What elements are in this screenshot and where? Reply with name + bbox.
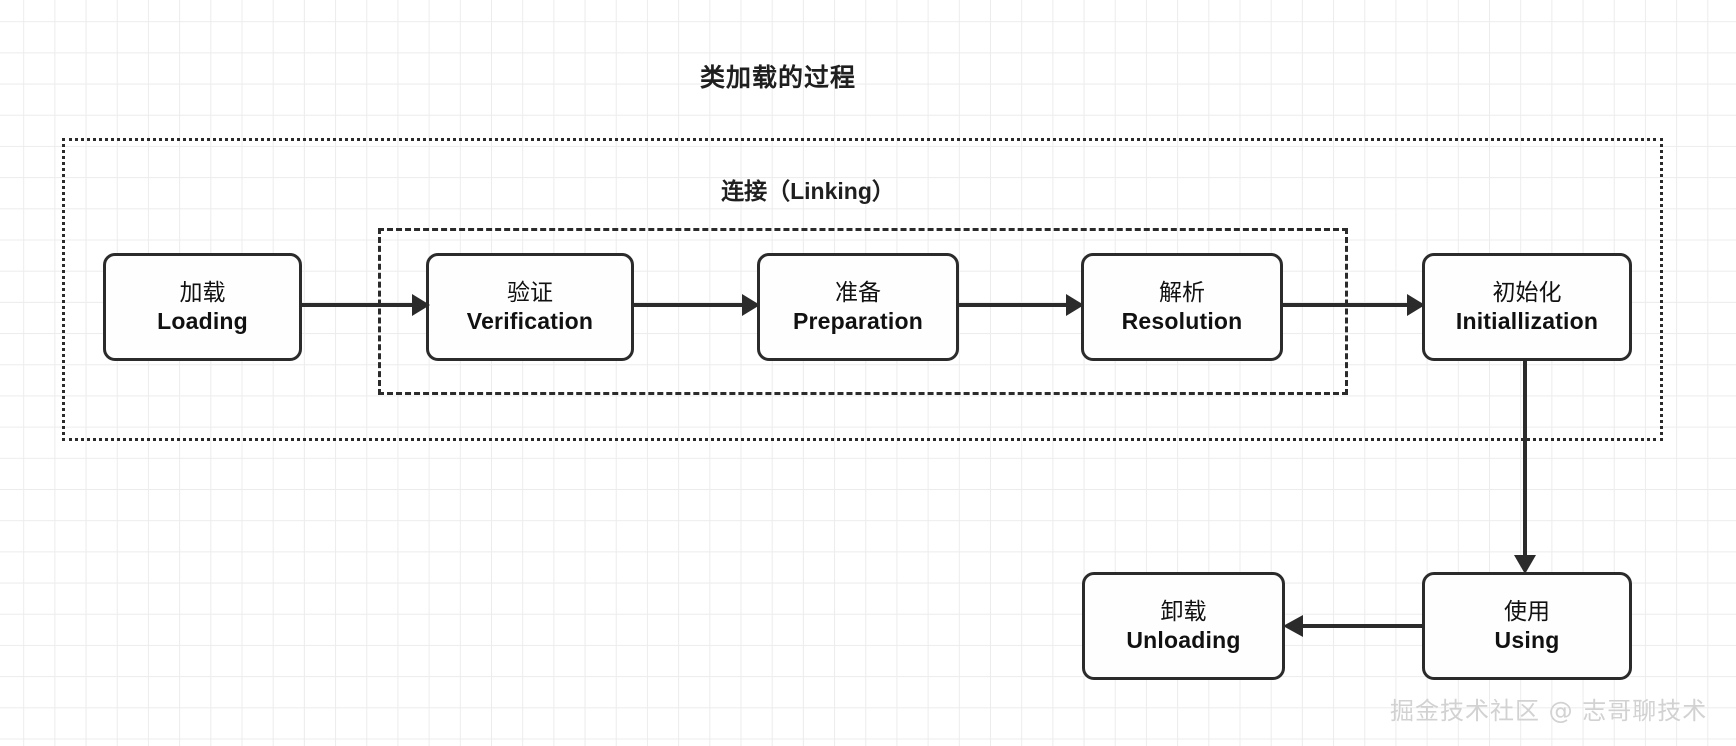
node-verification-label-cn: 验证	[507, 278, 553, 305]
linking-group	[378, 228, 1348, 395]
node-resolution-label-cn: 解析	[1159, 278, 1205, 305]
node-using[interactable]: 使用 Using	[1422, 572, 1632, 680]
page-title: 类加载的过程	[0, 58, 1736, 94]
node-resolution[interactable]: 解析 Resolution	[1081, 253, 1283, 361]
node-initialization[interactable]: 初始化 Initiallization	[1422, 253, 1632, 361]
node-verification-label-en: Verification	[466, 308, 594, 334]
arrow-preparation-to-resolution	[957, 290, 1084, 320]
class-loading-group	[62, 138, 1663, 441]
node-initialization-label-en: Initiallization	[1455, 308, 1599, 334]
node-verification[interactable]: 验证 Verification	[426, 253, 634, 361]
node-loading-label-en: Loading	[157, 308, 248, 334]
node-using-label-en: Using	[1494, 627, 1560, 653]
linking-group-label: 连接（Linking）	[0, 172, 1736, 206]
arrow-loading-to-verification	[300, 290, 430, 320]
node-loading-label-cn: 加载	[179, 278, 226, 305]
arrow-initialization-to-using	[1510, 359, 1540, 574]
node-unloading[interactable]: 卸载 Unloading	[1082, 572, 1285, 680]
node-unloading-label-cn: 卸载	[1160, 597, 1207, 624]
page-title-text: 类加载的过程	[699, 64, 856, 92]
arrow-using-to-unloading	[1283, 611, 1424, 641]
node-resolution-label-en: Resolution	[1121, 308, 1243, 334]
node-loading[interactable]: 加载 Loading	[103, 253, 302, 361]
node-preparation-label-cn: 准备	[835, 278, 881, 305]
arrow-verification-to-preparation	[632, 290, 760, 320]
node-preparation-label-en: Preparation	[792, 308, 923, 334]
linking-group-label-text: 连接（Linking）	[721, 178, 895, 204]
node-using-label-cn: 使用	[1504, 597, 1550, 624]
arrow-resolution-to-initialization	[1281, 290, 1425, 320]
node-initialization-label-cn: 初始化	[1492, 278, 1562, 305]
node-preparation[interactable]: 准备 Preparation	[757, 253, 959, 361]
watermark: 掘金技术社区 @ 志哥聊技术	[1390, 697, 1708, 725]
node-unloading-label-en: Unloading	[1126, 627, 1241, 653]
